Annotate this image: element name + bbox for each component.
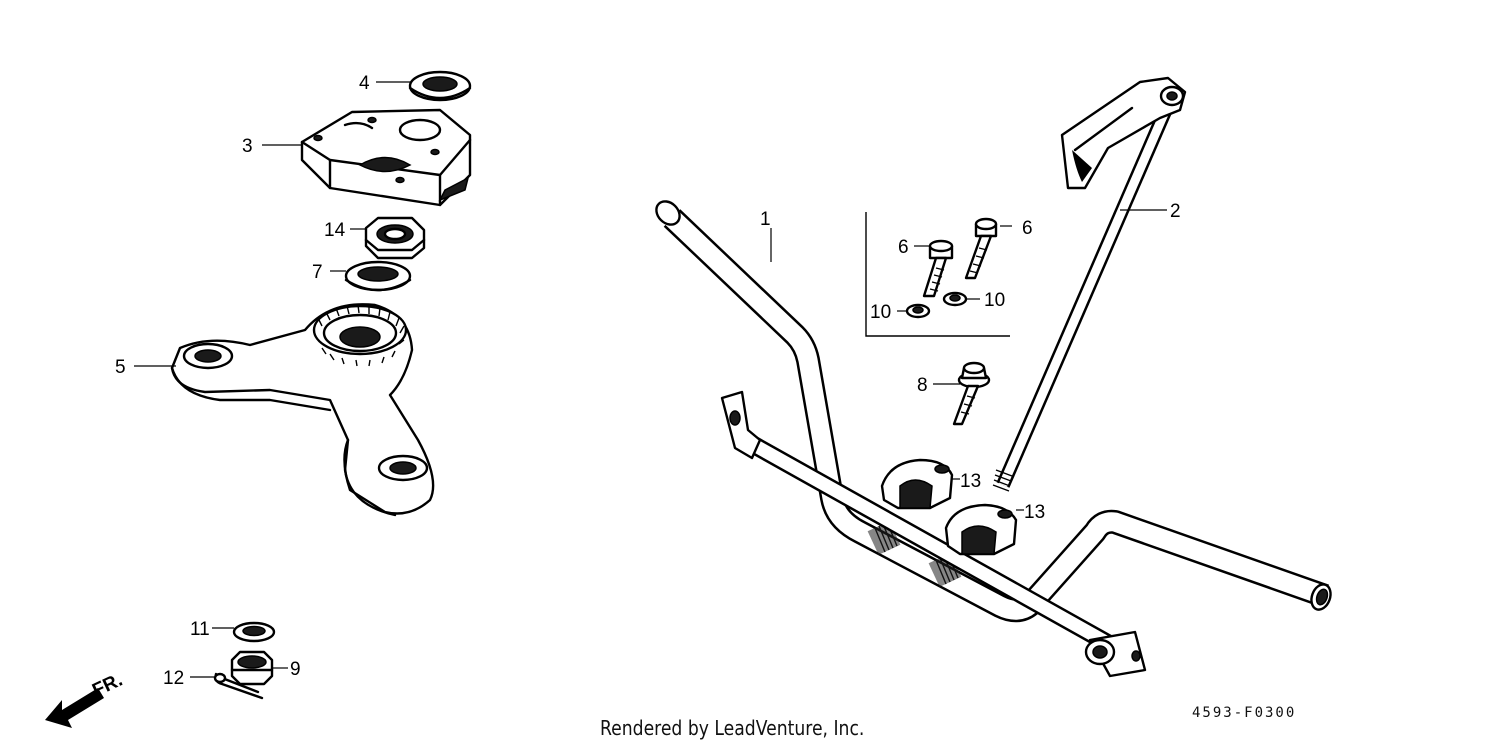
callout-8: 8	[917, 375, 928, 396]
part-10-washer-b[interactable]	[942, 291, 968, 307]
part-13-holder-b[interactable]	[944, 503, 1018, 556]
part-6-bolt-b[interactable]	[964, 217, 998, 280]
part-12-cotter-pin[interactable]	[213, 672, 264, 700]
part-7-washer[interactable]	[344, 260, 412, 292]
leader-lines	[134, 81, 1167, 678]
part-3-upper-holder[interactable]	[300, 108, 472, 207]
callout-10b: 10	[984, 290, 1005, 311]
callout-3: 3	[242, 136, 253, 157]
callout-13b: 13	[1024, 502, 1045, 523]
part-11-washer[interactable]	[232, 621, 276, 643]
inset-bracket-lines	[865, 212, 1010, 337]
part-1-handlebar[interactable]	[652, 197, 1334, 623]
callout-4: 4	[359, 73, 370, 94]
callout-6a: 6	[898, 237, 909, 258]
front-direction-arrow: FR.	[45, 670, 126, 728]
callout-14: 14	[324, 220, 346, 241]
part-6-bolt-a[interactable]	[922, 239, 954, 298]
part-10-washer-a[interactable]	[905, 303, 931, 319]
callout-6b: 6	[1022, 218, 1033, 239]
callout-1: 1	[760, 209, 771, 230]
callout-labels: 4 3 14 7 5 1 2 6 6 10 10 8 13 13 11 9 12	[115, 73, 1181, 689]
render-credit: Rendered by LeadVenture, Inc.	[600, 716, 865, 740]
callout-12: 12	[163, 668, 184, 689]
diagram-code: 4593-F0300	[1192, 705, 1297, 721]
part-1-cross-brace[interactable]	[720, 390, 1147, 678]
part-2-brace-rod[interactable]	[992, 76, 1187, 492]
part-14-nut[interactable]	[364, 216, 426, 260]
part-13-holder-a[interactable]	[880, 458, 954, 510]
callout-10a: 10	[870, 302, 891, 323]
callout-5: 5	[115, 357, 126, 378]
callout-13a: 13	[960, 471, 981, 492]
callout-7: 7	[312, 262, 323, 283]
part-4-washer[interactable]	[408, 70, 472, 102]
part-9-castle-nut[interactable]	[230, 650, 274, 686]
callout-11: 11	[190, 619, 210, 640]
callout-2: 2	[1170, 201, 1181, 222]
callout-9: 9	[290, 659, 301, 680]
part-8-bolt[interactable]	[952, 361, 991, 426]
part-5-top-bridge[interactable]	[170, 303, 435, 517]
